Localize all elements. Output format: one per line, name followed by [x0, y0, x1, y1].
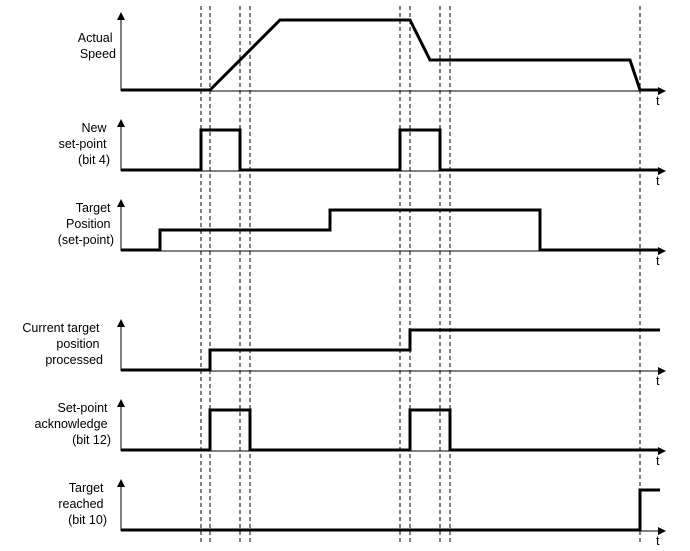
- row-setpoint-ack: t Set-point acknowledge (bit 12): [35, 399, 666, 468]
- t-label: t: [656, 174, 660, 188]
- t-label: t: [656, 374, 660, 388]
- t-label: t: [656, 94, 660, 108]
- signal-label: Actual Speed: [78, 31, 116, 61]
- t-label: t: [656, 534, 660, 548]
- row-target-position: t Target Position (set-point): [58, 199, 666, 268]
- time-markers: [200, 6, 641, 545]
- t-label: t: [656, 454, 660, 468]
- actual-speed-trace: [121, 18, 660, 92]
- row-current-target-processed: t Current target position processed: [22, 319, 666, 388]
- setpoint-ack-trace: [121, 408, 660, 452]
- t-label: t: [656, 254, 660, 268]
- signal-label: Target reached (bit 10): [58, 481, 107, 527]
- row-new-setpoint: t New set-point (bit 4): [59, 119, 666, 188]
- target-reached-trace: [121, 488, 660, 532]
- signal-label: Target Position (set-point): [58, 201, 114, 247]
- signal-label: Set-point acknowledge (bit 12): [35, 401, 111, 447]
- row-actual-speed: t Actual Speed: [78, 12, 666, 108]
- signal-label: New set-point (bit 4): [59, 121, 110, 167]
- current-target-processed-trace: [121, 328, 660, 372]
- new-setpoint-trace: [121, 128, 660, 172]
- row-target-reached: t Target reached (bit 10): [58, 479, 666, 548]
- signal-label: Current target position processed: [22, 321, 103, 367]
- target-position-trace: [121, 208, 660, 252]
